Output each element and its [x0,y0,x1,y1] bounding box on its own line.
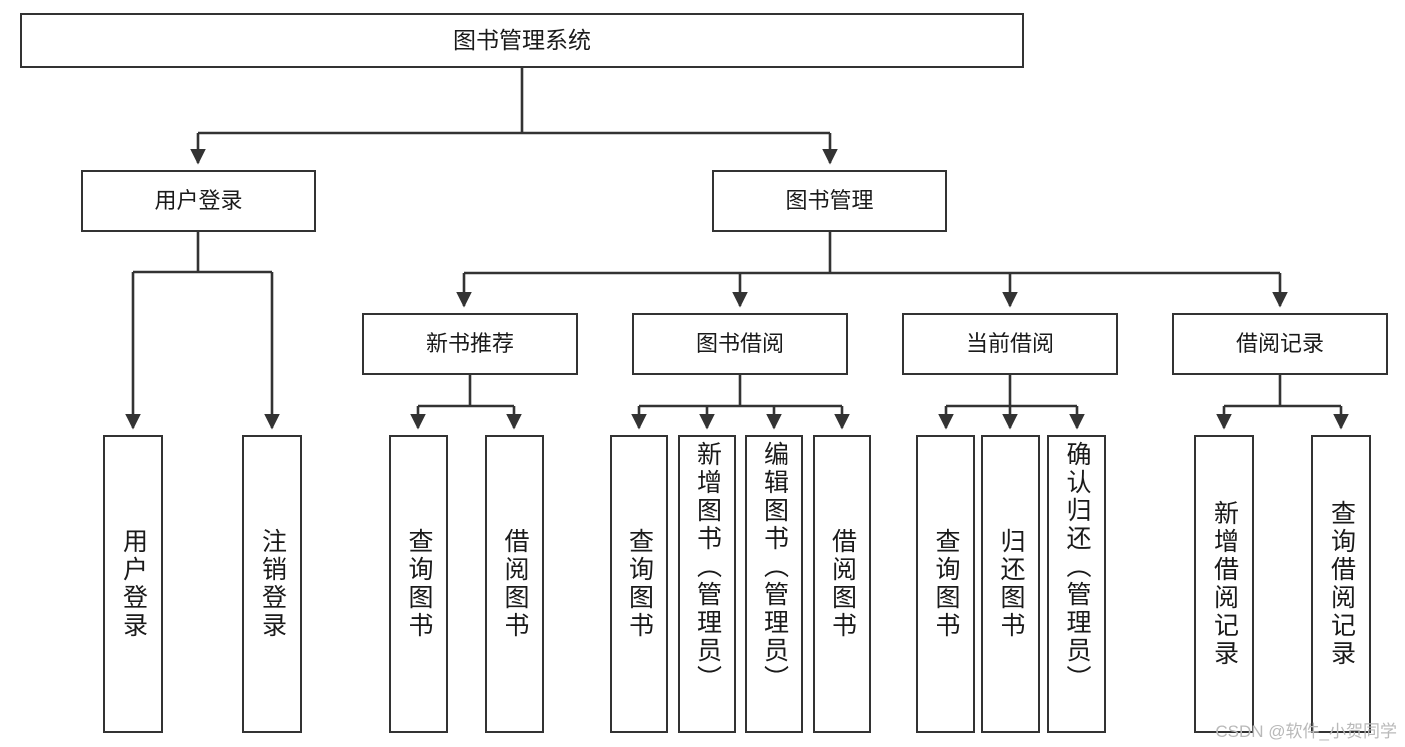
leaf-cb-confirm-return-label: 确认归还（管理员） [1063,441,1091,693]
leaf-bb-query-book-label: 查询图书 [625,528,654,640]
node-user-login-label: 用户登录 [154,187,243,213]
node-current-borrow[interactable]: 当前借阅 [902,313,1118,375]
node-new-book-recommend[interactable]: 新书推荐 [362,313,578,375]
leaf-cb-query-book[interactable]: 查询图书 [916,435,975,733]
leaf-bb-borrow-book-label: 借阅图书 [828,528,857,640]
leaf-nb-query-book[interactable]: 查询图书 [389,435,448,733]
node-current-borrow-label: 当前借阅 [965,330,1054,356]
leaf-nb-query-book-label: 查询图书 [405,528,433,640]
node-user-login[interactable]: 用户登录 [81,170,316,232]
leaf-logout-label: 注销登录 [258,528,287,640]
node-root-label: 图书管理系统 [453,26,591,53]
node-root[interactable]: 图书管理系统 [20,13,1024,68]
leaf-br-add-record[interactable]: 新增借阅记录 [1194,435,1254,733]
leaf-user-login[interactable]: 用户登录 [103,435,163,733]
node-borrow-record-label: 借阅记录 [1235,330,1324,356]
leaf-bb-add-book-label: 新增图书（管理员） [693,441,722,693]
csdn-watermark: CSDN @软件_小贺同学 [1215,722,1397,741]
leaf-br-query-record[interactable]: 查询借阅记录 [1311,435,1371,733]
leaf-logout[interactable]: 注销登录 [242,435,302,733]
node-book-management[interactable]: 图书管理 [712,170,947,232]
leaf-bb-query-book[interactable]: 查询图书 [610,435,668,733]
leaf-cb-return-book[interactable]: 归还图书 [981,435,1040,733]
leaf-bb-edit-book[interactable]: 编辑图书（管理员） [745,435,803,733]
leaf-cb-query-book-label: 查询图书 [932,528,960,640]
node-book-borrow[interactable]: 图书借阅 [632,313,848,375]
leaf-bb-borrow-book[interactable]: 借阅图书 [813,435,871,733]
leaf-br-query-record-label: 查询借阅记录 [1327,500,1356,668]
node-book-borrow-label: 图书借阅 [695,330,784,356]
leaf-bb-add-book[interactable]: 新增图书（管理员） [678,435,736,733]
leaf-nb-borrow-book-label: 借阅图书 [501,528,529,640]
node-borrow-record[interactable]: 借阅记录 [1172,313,1388,375]
leaf-user-login-label: 用户登录 [119,528,148,640]
node-new-book-recommend-label: 新书推荐 [425,330,514,356]
leaf-br-add-record-label: 新增借阅记录 [1210,500,1239,668]
leaf-cb-confirm-return[interactable]: 确认归还（管理员） [1047,435,1106,733]
leaf-cb-return-book-label: 归还图书 [997,528,1025,640]
leaf-bb-edit-book-label: 编辑图书（管理员） [760,441,789,693]
leaf-nb-borrow-book[interactable]: 借阅图书 [485,435,544,733]
node-book-management-label: 图书管理 [785,187,874,213]
